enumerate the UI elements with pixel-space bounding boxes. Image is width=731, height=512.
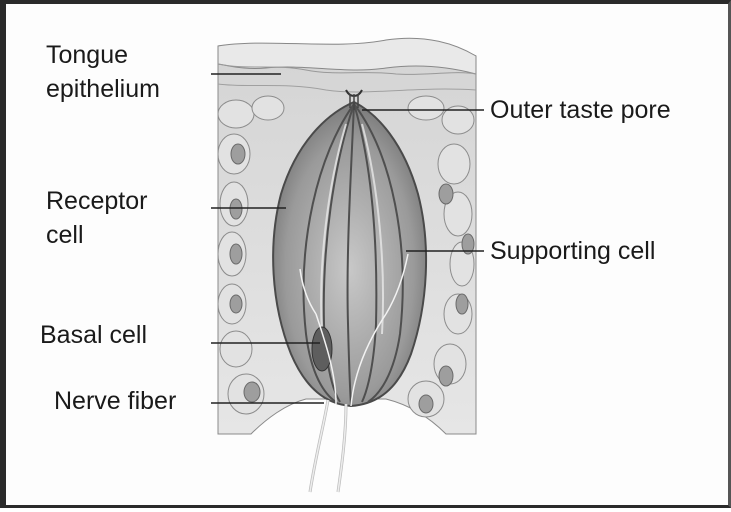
label-outer-taste-pore: Outer taste pore [490,93,671,127]
label-tongue-epithelium-line1: Tongue [46,38,160,72]
label-supporting-cell: Supporting cell [490,234,655,268]
label-nerve-fiber: Nerve fiber [54,384,176,418]
label-receptor-cell: Receptor cell [46,184,147,252]
label-tongue-epithelium-line2: epithelium [46,72,160,106]
label-receptor-cell-line2: cell [46,218,147,252]
label-tongue-epithelium: Tongue epithelium [46,38,160,106]
label-basal-cell: Basal cell [40,318,147,352]
label-receptor-cell-line1: Receptor [46,184,147,218]
